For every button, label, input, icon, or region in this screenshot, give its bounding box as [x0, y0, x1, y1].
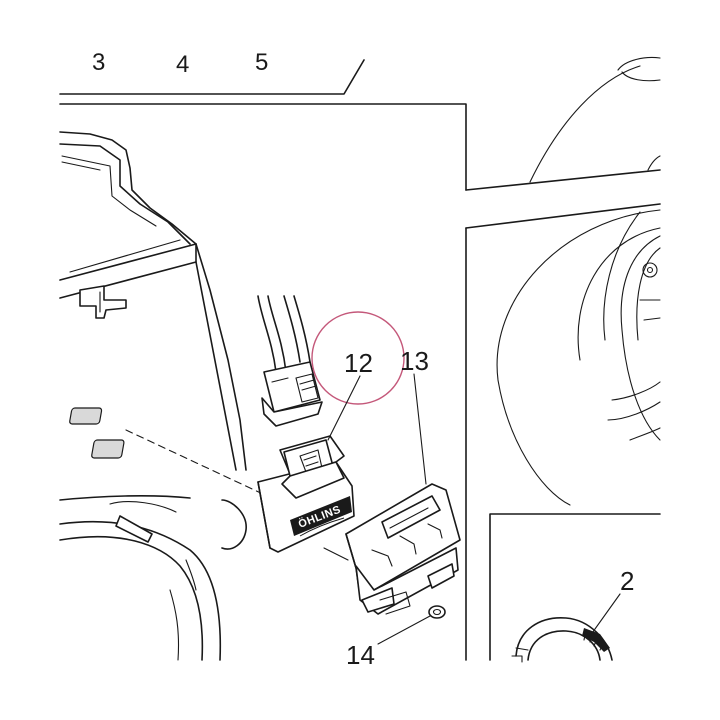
- clamp-inset-frame: [489, 513, 661, 661]
- leader-2: [589, 593, 621, 637]
- callout-5: 5: [255, 49, 268, 76]
- wheel-rim: [496, 209, 661, 506]
- frame-tube: [59, 495, 247, 661]
- callout-4: 4: [176, 51, 189, 78]
- leader-12: [327, 375, 361, 441]
- velcro-pad-lower: [91, 439, 125, 459]
- wheel-panel-frame: [465, 169, 661, 661]
- part-13-cover: [345, 483, 461, 615]
- part-14-washer: [428, 605, 446, 619]
- callout-13: 13: [400, 346, 429, 376]
- leader-13: [413, 373, 427, 485]
- panel-clip: [79, 285, 127, 319]
- airbox-panel: [59, 131, 247, 471]
- alignment-dashes: [125, 429, 281, 503]
- callout-14: 14: [346, 640, 375, 670]
- callout-2: 2: [620, 566, 634, 596]
- harness-connector: [257, 295, 323, 427]
- callout-3: 3: [92, 49, 105, 76]
- leader-14: [377, 615, 431, 645]
- top-panel-frame: [59, 59, 467, 191]
- fender-outline: [529, 56, 661, 183]
- velcro-pad-upper: [69, 407, 103, 425]
- part-12-ecu-module: ÖHLINS: [257, 435, 355, 553]
- highlight-circle: [311, 311, 405, 405]
- hose-clamp: [511, 617, 613, 663]
- callout-12: 12: [344, 348, 373, 378]
- link-line-12-13: [323, 547, 349, 561]
